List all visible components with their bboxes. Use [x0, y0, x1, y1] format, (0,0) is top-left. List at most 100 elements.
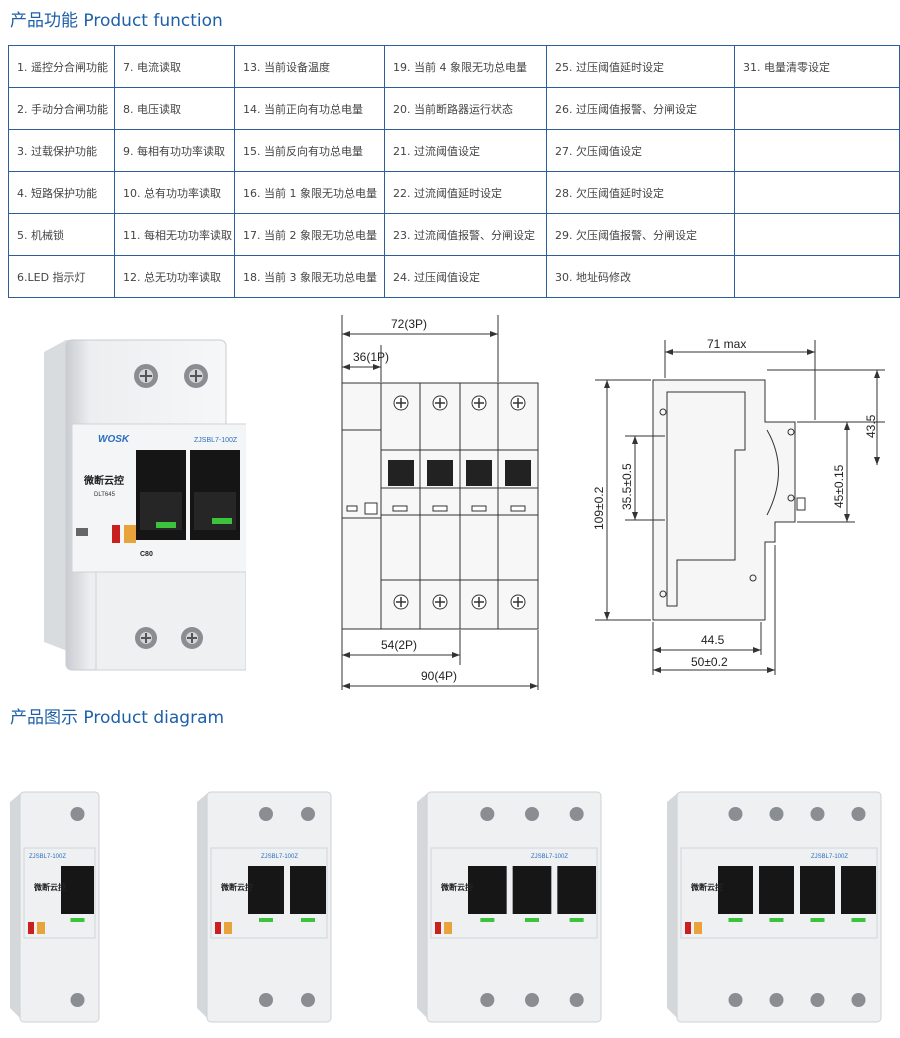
dim-72-label: 72(3P)	[391, 317, 427, 331]
model-label: ZJSBL7-100Z	[261, 854, 298, 860]
dim-54-label: 54(2P)	[381, 638, 417, 652]
function-cell: 11. 每相无功功率读取	[114, 213, 235, 256]
toggle-handle	[512, 866, 552, 914]
bottom-screw-icon	[301, 993, 315, 1007]
function-cell	[734, 87, 900, 130]
status-led	[70, 918, 85, 922]
product-photo-2p: ZJSBL7-100Z 微断云控	[197, 791, 332, 1023]
top-screw-icon	[301, 807, 315, 821]
function-cell: 1. 遥控分合闸功能	[8, 45, 115, 88]
bottom-screw-icon	[569, 993, 584, 1007]
dim-44-5-label: 44.5	[701, 633, 725, 647]
function-cell: 21. 过流阈值设定	[384, 129, 547, 172]
function-cell: 16. 当前 1 象限无功总电量	[234, 171, 385, 214]
toggle-handle	[468, 866, 507, 914]
protocol-label: DLT645	[94, 492, 116, 498]
function-cell: 9. 每相有功功率读取	[114, 129, 235, 172]
function-cell	[734, 171, 900, 214]
top-screw-icon	[810, 807, 825, 821]
function-cell: 31. 电量清零设定	[734, 45, 900, 88]
top-screw-icon	[569, 807, 584, 821]
bottom-screw-icon	[769, 993, 784, 1007]
dim-43-5-label: 43.5	[864, 414, 878, 438]
bottom-screw-icon	[70, 993, 85, 1007]
product-photo-2p-large: WOSK ZJSBL7-100Z 微断云控 DLT645 C80	[44, 339, 246, 671]
toggle-handle	[718, 866, 753, 914]
dim-36-label: 36(1P)	[353, 350, 389, 364]
diagram-section-title: 产品图示 Product diagram	[10, 708, 225, 728]
status-led	[851, 918, 866, 922]
top-screw-icon	[480, 807, 495, 821]
dim-109-label: 109±0.2	[592, 486, 606, 530]
function-cell: 14. 当前正向有功总电量	[234, 87, 385, 130]
dim-71-label: 71 max	[707, 337, 746, 351]
status-led	[301, 918, 315, 922]
toggle-handle	[800, 866, 835, 914]
dim-90-label: 90(4P)	[421, 669, 457, 683]
function-cell: 20. 当前断路器运行状态	[384, 87, 547, 130]
function-cell: 22. 过流阈值延时设定	[384, 171, 547, 214]
function-cell: 29. 欠压阈值报警、分闸设定	[546, 213, 735, 256]
status-led	[569, 918, 584, 922]
function-cell: 28. 欠压阈值延时设定	[546, 171, 735, 214]
top-screw-icon	[70, 807, 85, 821]
top-screw-icon	[851, 807, 866, 821]
status-led	[769, 918, 784, 922]
bottom-screw-icon	[525, 993, 539, 1007]
status-led	[810, 918, 825, 922]
device-name-label: 微断云控	[690, 882, 723, 892]
indicator-red	[215, 922, 221, 934]
brand-logo: WOSK	[98, 434, 130, 445]
function-cell: 13. 当前设备温度	[234, 45, 385, 88]
indicator-red	[28, 922, 34, 934]
function-cell: 5. 机械锁	[8, 213, 115, 256]
function-cell	[734, 255, 900, 298]
function-cell: 12. 总无功功率读取	[114, 255, 235, 298]
function-cell: 10. 总有功功率读取	[114, 171, 235, 214]
function-cell: 27. 欠压阈值设定	[546, 129, 735, 172]
device-name-label: 微断云控	[220, 882, 253, 892]
function-cell: 8. 电压读取	[114, 87, 235, 130]
bottom-screw-icon	[810, 993, 825, 1007]
status-led	[480, 918, 495, 922]
function-cell: 23. 过流阈值报警、分闸设定	[384, 213, 547, 256]
function-section-title: 产品功能 Product function	[10, 11, 223, 31]
rating-label: C80	[140, 551, 153, 558]
top-screw-icon	[134, 364, 158, 388]
toggle-handle	[61, 866, 94, 914]
indicator-orange	[224, 922, 232, 934]
function-cell: 2. 手动分合闸功能	[8, 87, 115, 130]
model-label: ZJSBL7-100Z	[811, 854, 848, 860]
function-cell	[734, 129, 900, 172]
side-dimension-drawing: 71 max 43.5 35.5±0.5 45±0.15 109±0.2 44.…	[592, 337, 885, 675]
function-cell: 6.LED 指示灯	[8, 255, 115, 298]
product-photo-3p: ZJSBL7-100Z 微断云控	[417, 791, 602, 1023]
indicator-red	[435, 922, 441, 934]
model-label: ZJSBL7-100Z	[194, 437, 238, 444]
toggle-handle	[557, 866, 596, 914]
device-name-label: 微断云控	[440, 882, 473, 892]
bottom-screw-icon	[851, 993, 866, 1007]
toggle-handle	[759, 866, 794, 914]
bottom-screw-icon	[728, 993, 743, 1007]
device-name-label: 微断云控	[83, 474, 124, 487]
status-led	[259, 918, 273, 922]
toggle-handle	[290, 866, 326, 914]
toggle-handle	[841, 866, 876, 914]
function-cell: 4. 短路保护功能	[8, 171, 115, 214]
bottom-screw-icon	[135, 627, 157, 649]
top-screw-icon	[184, 364, 208, 388]
top-screw-icon	[525, 807, 539, 821]
function-cell: 19. 当前 4 象限无功总电量	[384, 45, 547, 88]
front-dimension-drawing: 72(3P) 36(1P) 54(2P) 90(4P)	[341, 315, 539, 690]
function-cell	[734, 213, 900, 256]
model-label: ZJSBL7-100Z	[531, 854, 568, 860]
function-cell: 17. 当前 2 象限无功总电量	[234, 213, 385, 256]
top-screw-icon	[259, 807, 273, 821]
bottom-screw-icon	[259, 993, 273, 1007]
